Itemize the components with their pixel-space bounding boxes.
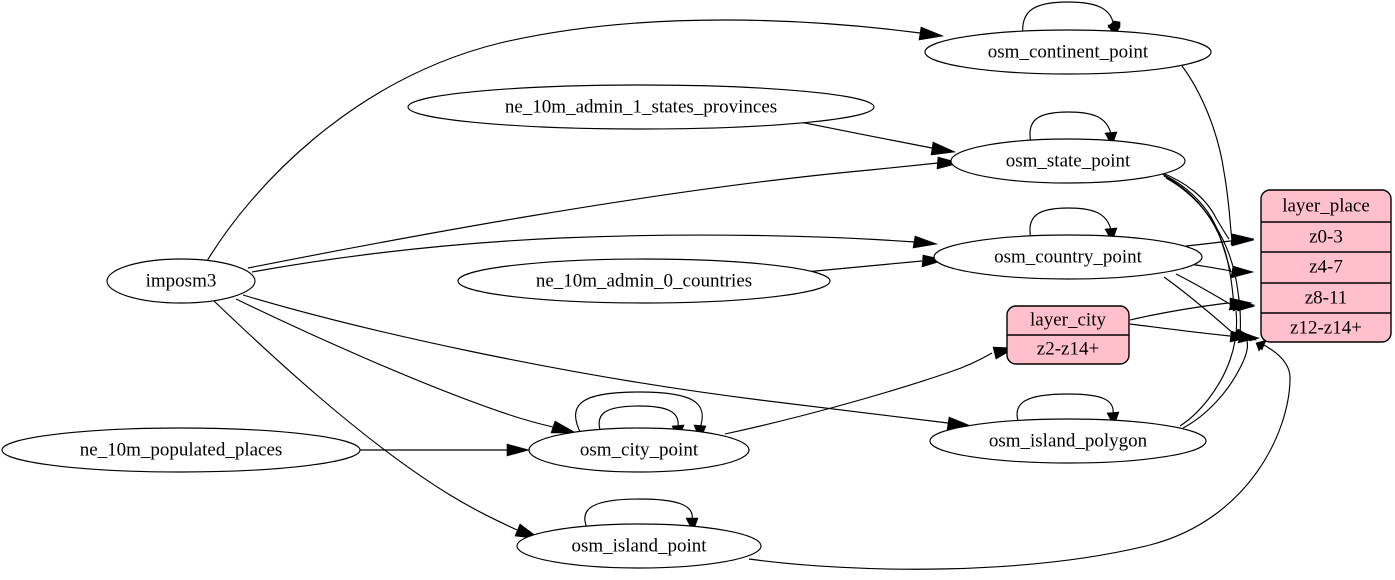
- edge-self-osm_continent_point: [1022, 1, 1121, 38]
- node-label-ne_10m_admin_1_states_provinces: ne_10m_admin_1_states_provinces: [505, 96, 777, 117]
- node-ne_10m_populated_places[interactable]: ne_10m_populated_places: [1, 427, 361, 473]
- record-row-layer_city-z2-z14plus[interactable]: z2-z14+: [1037, 338, 1099, 359]
- edge-imposm3-to-osm_city_point: [235, 298, 578, 434]
- edge-osm_country_point-to-layer_place-z0-3: [1185, 235, 1255, 247]
- record-node-layer_city[interactable]: layer_city z2-z14+: [1006, 305, 1130, 365]
- node-osm_city_point[interactable]: osm_city_point: [528, 427, 750, 473]
- node-label-osm_island_polygon: osm_island_polygon: [989, 430, 1148, 451]
- edge-ne_10m_populated_places-to-osm_city_point: [360, 443, 531, 457]
- record-node-layer_place[interactable]: layer_place z0-3 z4-7 z8-11 z12-z14+: [1260, 189, 1392, 343]
- edge-layer_city-to-layer_place-z8-11: [1129, 297, 1253, 321]
- node-ne_10m_admin_0_countries[interactable]: ne_10m_admin_0_countries: [457, 258, 831, 304]
- edge-osm_continent_point-to-layer_place-z0-3: [1181, 65, 1255, 246]
- node-layer: imposm3 ne_10m_admin_1_states_provinces …: [1, 29, 1212, 569]
- node-label-osm_continent_point: osm_continent_point: [988, 41, 1149, 62]
- edge-imposm3-to-osm_island_polygon: [242, 294, 973, 431]
- record-row-layer_city-title: layer_city: [1030, 309, 1106, 330]
- edge-imposm3-to-osm_country_point: [251, 234, 939, 273]
- edge-layer_city-to-layer_place-z12-z14+: [1129, 323, 1254, 343]
- record-row-layer_place-z0-3[interactable]: z0-3: [1309, 226, 1343, 247]
- node-label-osm_island_point: osm_island_point: [571, 535, 707, 556]
- record-row-layer_place-title: layer_place: [1282, 195, 1370, 216]
- record-layer: layer_place z0-3 z4-7 z8-11 z12-z14+ lay…: [1006, 189, 1392, 365]
- node-osm_continent_point[interactable]: osm_continent_point: [924, 29, 1212, 75]
- node-label-imposm3: imposm3: [146, 270, 217, 291]
- edge-imposm3-to-osm_island_point: [213, 300, 542, 540]
- edge-imposm3-to-osm_state_point: [247, 156, 962, 269]
- edge-layer: [206, 1, 1291, 570]
- edge-osm_country_point-to-layer_place-z4-7: [1189, 263, 1255, 278]
- node-ne_10m_admin_1_states_provinces[interactable]: ne_10m_admin_1_states_provinces: [407, 84, 875, 130]
- edge-ne_10m_admin_0_countries-to-osm_country_point: [804, 254, 947, 273]
- node-label-osm_state_point: osm_state_point: [1006, 150, 1131, 171]
- node-osm_country_point[interactable]: osm_country_point: [933, 234, 1203, 280]
- node-label-osm_country_point: osm_country_point: [994, 246, 1142, 267]
- node-label-osm_city_point: osm_city_point: [580, 439, 699, 460]
- record-row-layer_place-z12-z14plus[interactable]: z12-z14+: [1290, 317, 1362, 338]
- edge-ne_10m_admin_1_states_provinces-to-osm_state_point: [799, 121, 957, 156]
- record-row-layer_place-z4-7[interactable]: z4-7: [1309, 256, 1343, 277]
- edge-osm_island_polygon-to-layer_place-z8-11: [1179, 301, 1256, 427]
- edge-self-osm_state_point: [1029, 111, 1118, 147]
- record-row-layer_place-z8-11[interactable]: z8-11: [1305, 287, 1348, 308]
- edge-imposm3-to-osm_continent_point: [206, 19, 945, 262]
- edge-osm_city_point-to-layer_city-z2-z14+: [724, 346, 1017, 435]
- node-osm_state_point[interactable]: osm_state_point: [950, 138, 1186, 184]
- node-osm_island_point[interactable]: osm_island_point: [516, 523, 762, 569]
- node-imposm3[interactable]: imposm3: [106, 258, 256, 304]
- node-label-ne_10m_admin_0_countries: ne_10m_admin_0_countries: [536, 270, 752, 291]
- edge-osm_island_point-to-layer_place-z12-z14+: [748, 339, 1291, 570]
- node-osm_island_polygon[interactable]: osm_island_polygon: [929, 418, 1207, 464]
- edge-self-osm_island_point: [584, 498, 699, 533]
- node-label-ne_10m_populated_places: ne_10m_populated_places: [80, 439, 283, 460]
